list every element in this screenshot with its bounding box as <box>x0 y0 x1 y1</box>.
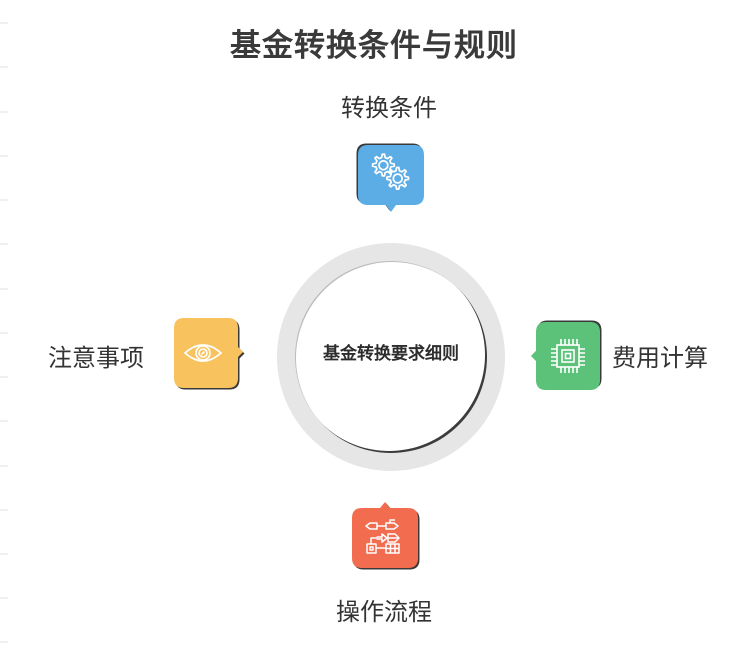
node-label-left: 注意事项 <box>48 344 144 372</box>
chip-icon <box>551 339 585 373</box>
diagram-title: 基金转换条件与规则 <box>230 28 518 64</box>
node-bottom[interactable] <box>348 500 422 574</box>
flowchart-icon <box>365 519 400 554</box>
node-right[interactable] <box>530 320 604 394</box>
node-label-top: 转换条件 <box>341 94 437 122</box>
center-circle[interactable]: 基金转换要求细则 <box>295 261 487 453</box>
gears-icon <box>371 153 410 190</box>
eye-icon <box>183 344 223 362</box>
node-top[interactable] <box>354 141 428 215</box>
edge-ticks <box>0 0 8 660</box>
node-label-right: 费用计算 <box>612 344 708 372</box>
node-label-bottom: 操作流程 <box>336 598 432 626</box>
center-label: 基金转换要求细则 <box>323 343 459 364</box>
node-left[interactable] <box>170 316 245 390</box>
